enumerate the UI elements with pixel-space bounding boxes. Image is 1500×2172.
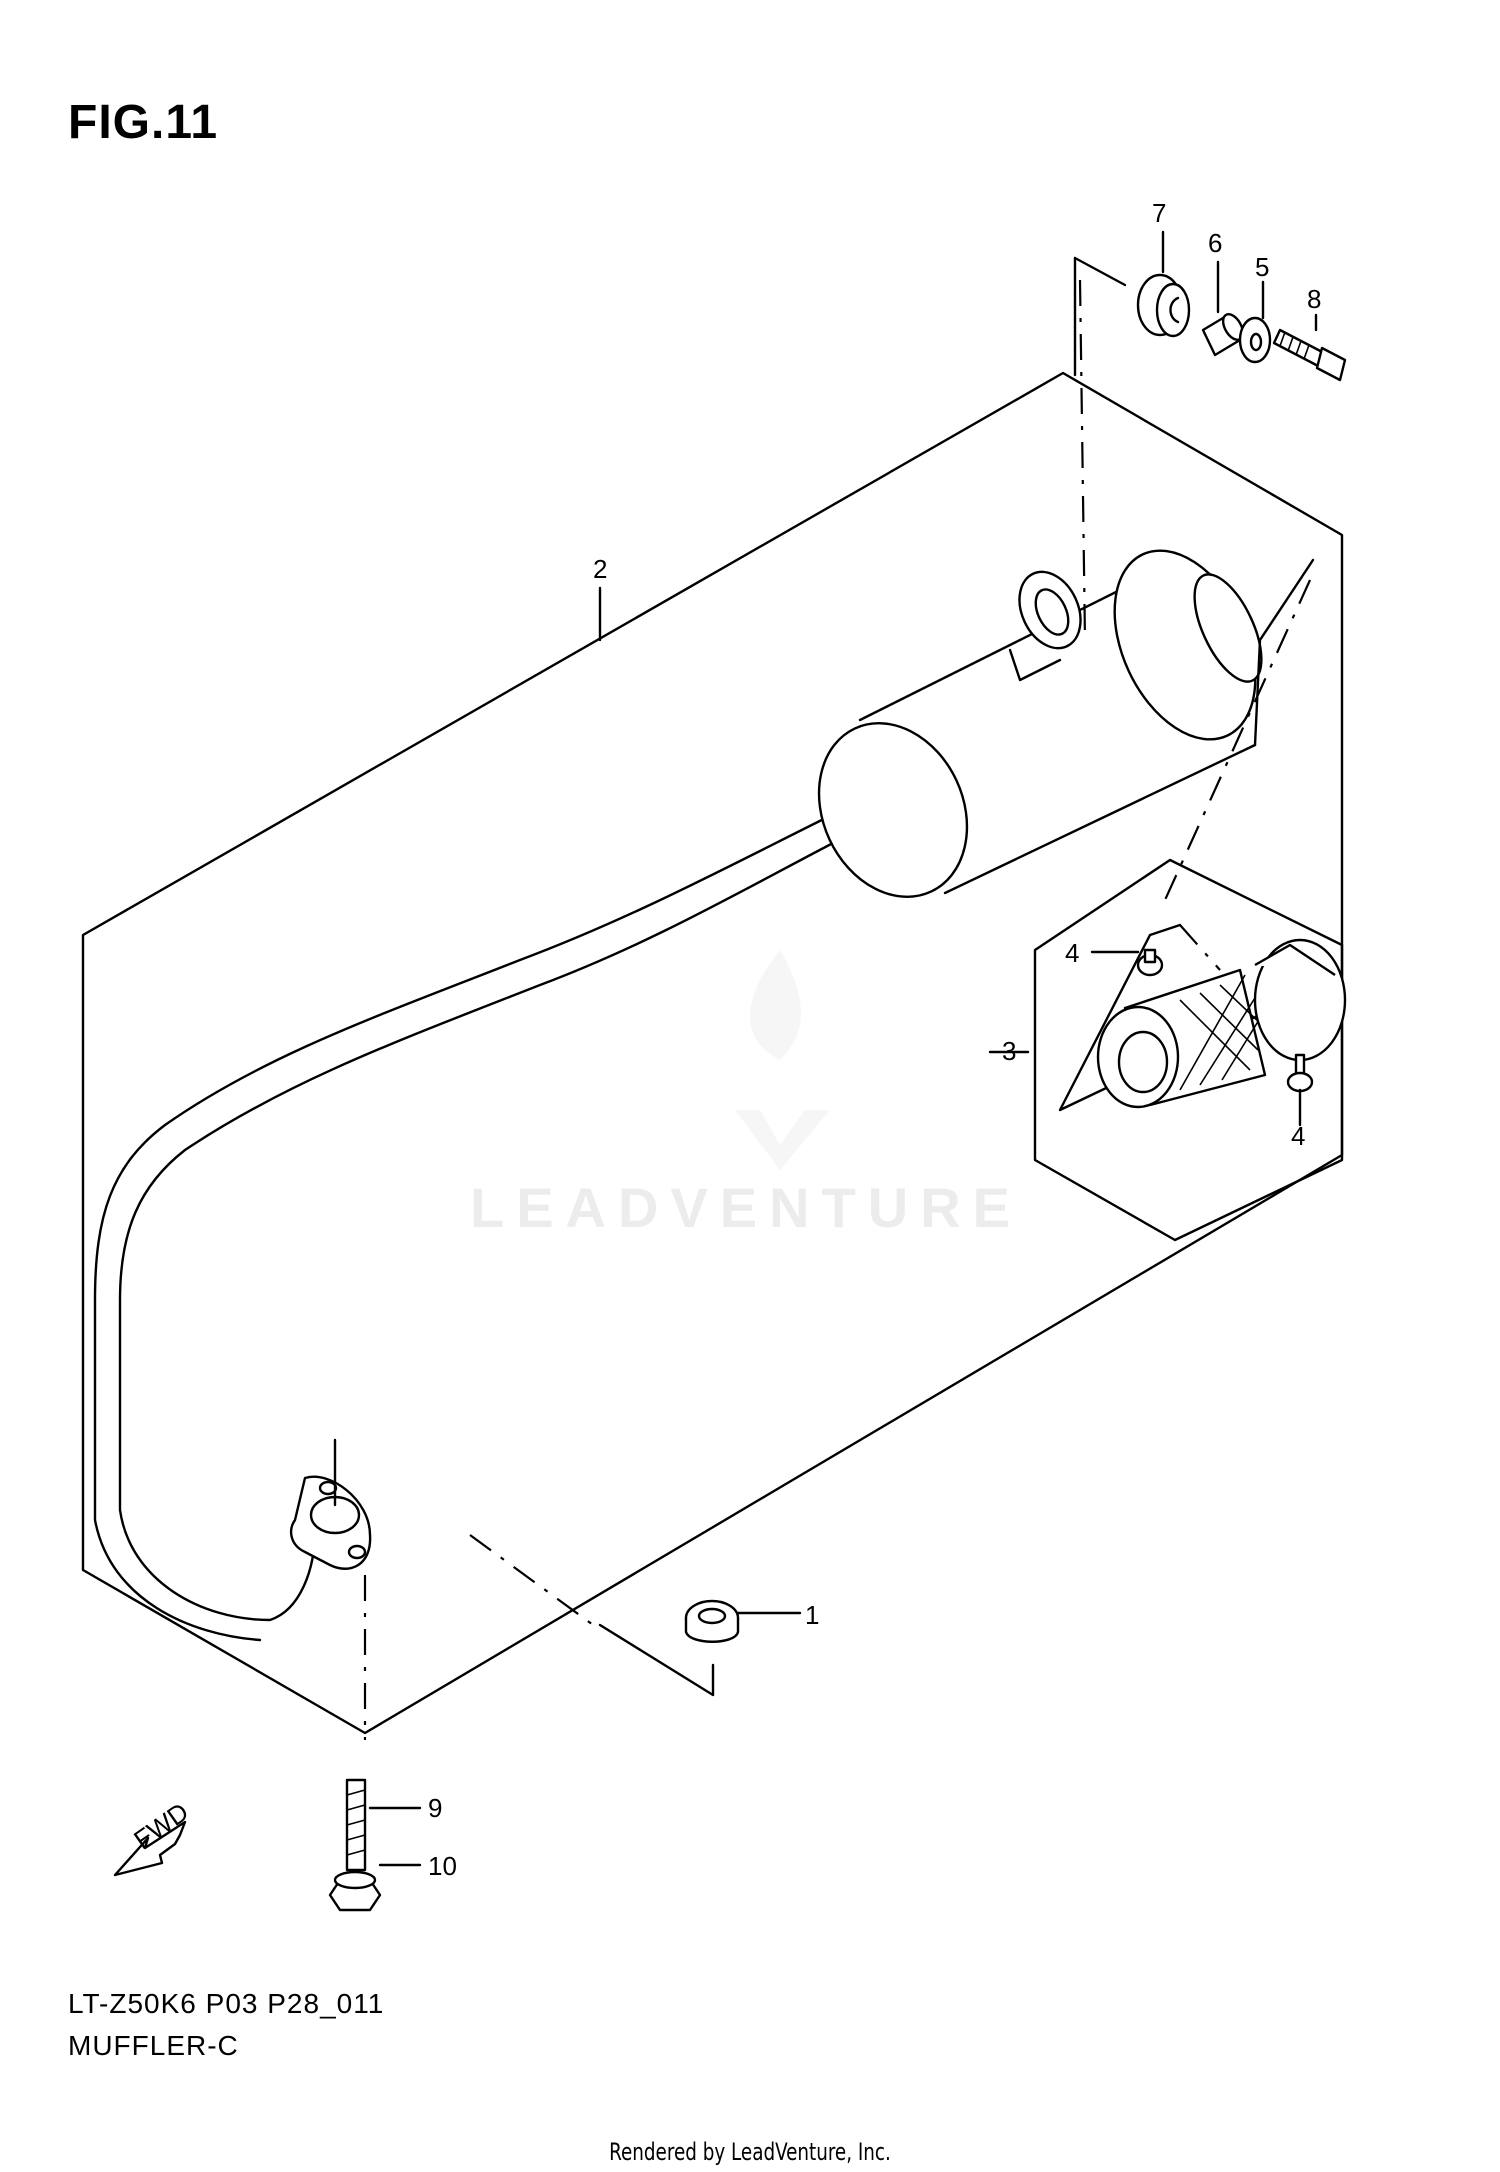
spark-arrester-part-3 xyxy=(1096,938,1347,1109)
alignment-line xyxy=(1163,579,1312,901)
bolt-part-8 xyxy=(1272,328,1347,382)
grommet-part-7 xyxy=(1136,273,1191,338)
leader-line xyxy=(1253,558,1315,747)
exhaust-flange xyxy=(289,1475,372,1570)
callout-4a: 4 xyxy=(1065,938,1079,968)
callout-3: 3 xyxy=(1002,1036,1016,1066)
model-code: LT-Z50K6 P03 P28_011 xyxy=(68,1988,385,2019)
callout-7: 7 xyxy=(1152,198,1166,228)
alignment-line xyxy=(469,1534,601,1631)
figure-title: FIG.11 xyxy=(68,96,219,149)
callout-6: 6 xyxy=(1208,228,1222,258)
collar-part-6 xyxy=(1201,313,1245,357)
callout-1: 1 xyxy=(805,1600,819,1630)
leader-line xyxy=(1073,256,1127,287)
alignment-line xyxy=(1179,924,1221,971)
inset-box-outline xyxy=(1033,858,1344,1242)
callout-8: 8 xyxy=(1307,284,1321,314)
diagram-name: MUFFLER-C xyxy=(68,2030,239,2061)
screw-part-4-upper xyxy=(1136,948,1164,977)
callout-4b: 4 xyxy=(1291,1121,1305,1151)
watermark-text: LEADVENTURE xyxy=(470,1176,1023,1239)
stud-part-9 xyxy=(345,1778,367,1872)
exhaust-pipe xyxy=(93,803,887,1642)
render-credit: Rendered by LeadVenture, Inc. xyxy=(609,2138,891,2166)
watermark-logo-icon xyxy=(735,950,830,1170)
fwd-arrow-icon: FWD xyxy=(113,1796,194,1877)
callout-2: 2 xyxy=(593,554,607,584)
callout-9: 9 xyxy=(428,1793,442,1823)
nut-part-10 xyxy=(328,1870,382,1912)
muffler-body xyxy=(817,549,1263,898)
callout-5: 5 xyxy=(1255,252,1269,282)
leader-line xyxy=(598,1623,715,1697)
screw-part-4-lower xyxy=(1286,1053,1314,1093)
washer-part-5 xyxy=(1238,316,1272,364)
alignment-line xyxy=(1078,279,1087,641)
gasket-part-1 xyxy=(684,1599,740,1643)
callout-10: 10 xyxy=(428,1851,457,1881)
